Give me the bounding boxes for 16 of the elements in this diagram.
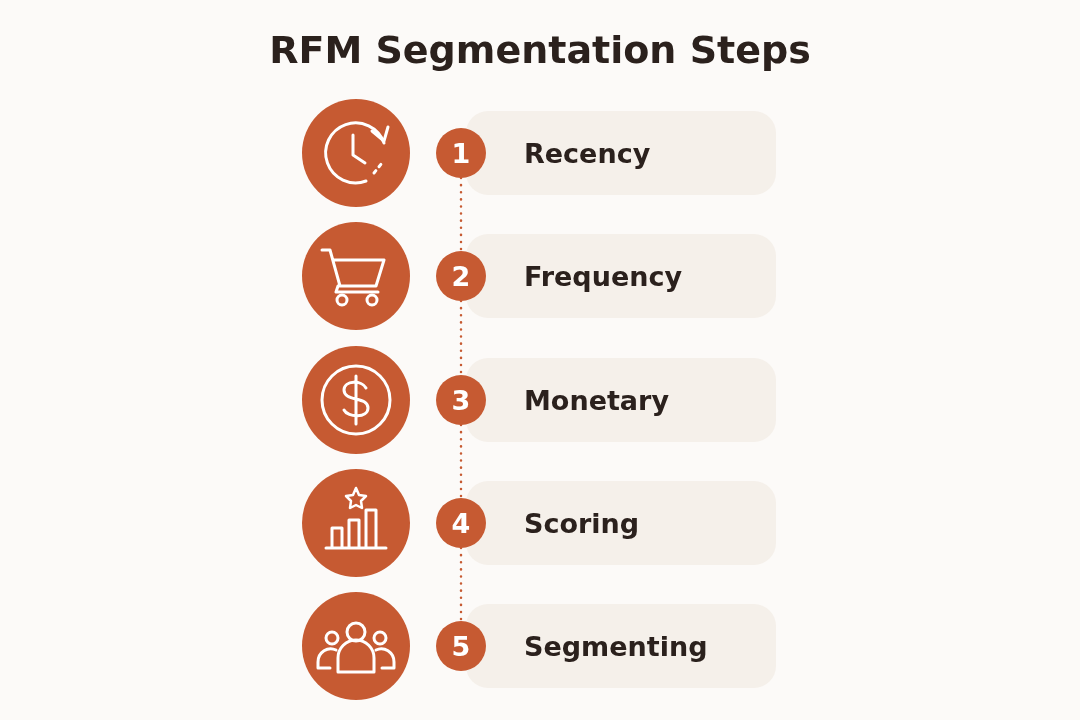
step-label: Monetary	[524, 384, 669, 416]
step-number: 5	[436, 621, 486, 671]
title: RFM Segmentation Steps	[269, 28, 811, 72]
step-label: Recency	[524, 137, 651, 169]
step-card	[466, 234, 776, 318]
dotted-connector	[459, 176, 463, 253]
step-label: Scoring	[524, 507, 640, 539]
step-number: 2	[436, 251, 486, 301]
step-number: 1	[436, 128, 486, 178]
step-number: 4	[436, 498, 486, 548]
dotted-connector	[459, 423, 463, 500]
dotted-connector	[459, 546, 463, 623]
step-card	[466, 358, 776, 442]
step-label: Segmenting	[524, 630, 708, 662]
step-label: Frequency	[524, 260, 683, 292]
step-number: 3	[436, 375, 486, 425]
